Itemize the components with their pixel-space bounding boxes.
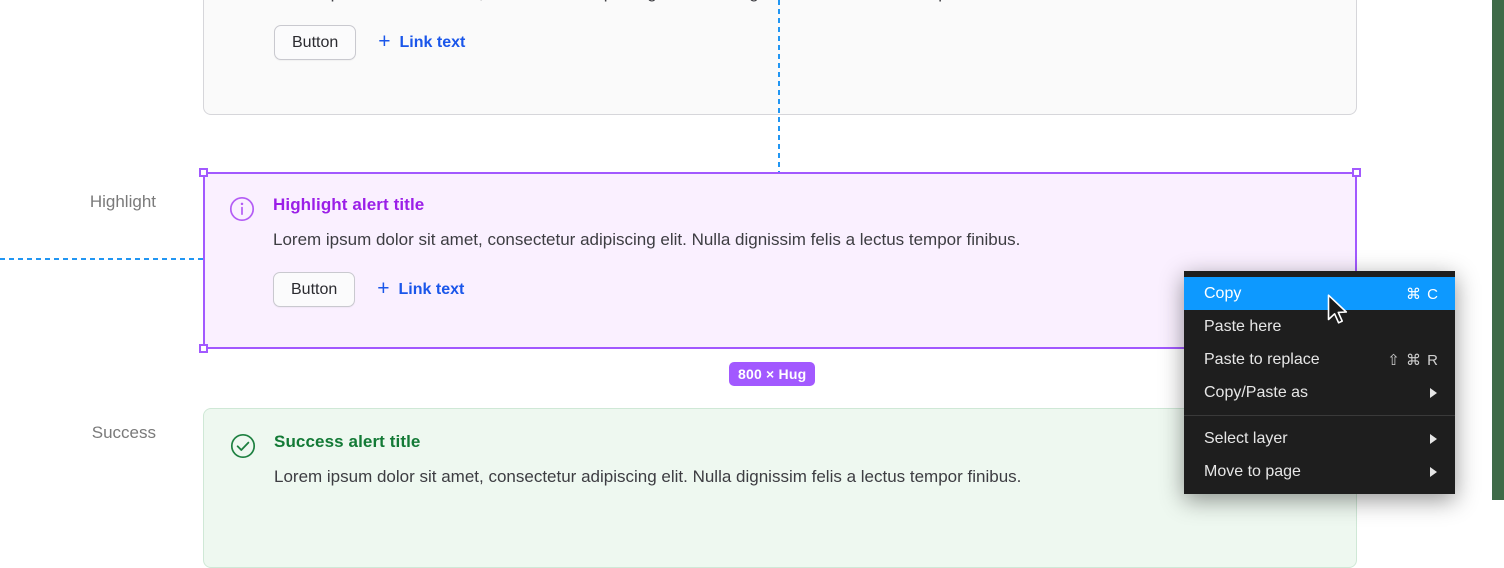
menu-item-move-to-page[interactable]: Move to page: [1184, 455, 1455, 488]
alert-card-neutral[interactable]: Lorem ipsum dolor sit amet, consectetur …: [203, 0, 1357, 115]
row-label-success: Success: [91, 423, 156, 442]
alert-card-highlight[interactable]: Highlight alert title Lorem ipsum dolor …: [203, 172, 1357, 349]
chevron-right-icon: [1430, 466, 1437, 477]
menu-item-paste-to-replace[interactable]: Paste to replace ⇧ ⌘ R: [1184, 343, 1455, 376]
alert-link[interactable]: + Link text: [377, 277, 465, 300]
menu-item-shortcut: ⇧ ⌘ R: [1387, 351, 1439, 369]
menu-item-label: Paste to replace: [1204, 350, 1320, 368]
alert-title: Highlight alert title: [273, 195, 425, 214]
check-circle-icon: [230, 433, 256, 459]
alert-button[interactable]: Button: [273, 272, 356, 307]
alert-actions: Button + Link text: [273, 272, 1331, 309]
context-menu[interactable]: Copy ⌘ C Paste here Paste to replace ⇧ ⌘…: [1184, 271, 1455, 494]
alert-actions: Button + Link text: [274, 25, 1330, 62]
alert-link-label: Link text: [399, 33, 466, 51]
menu-item-label: Select layer: [1204, 429, 1288, 447]
menu-separator: [1184, 415, 1455, 416]
menu-item-label: Copy: [1204, 284, 1242, 302]
menu-item-label: Move to page: [1204, 462, 1301, 480]
menu-item-copy[interactable]: Copy ⌘ C: [1184, 277, 1455, 310]
alert-link[interactable]: + Link text: [378, 30, 466, 53]
row-label-highlight: Highlight: [89, 192, 156, 211]
menu-item-label: Copy/Paste as: [1204, 383, 1309, 401]
vertical-alignment-guide: [778, 0, 780, 172]
menu-item-label: Paste here: [1204, 317, 1282, 335]
right-edge-strip: [1492, 0, 1504, 500]
alert-button[interactable]: Button: [274, 25, 357, 60]
alert-title: Success alert title: [274, 432, 421, 451]
menu-item-paste-here[interactable]: Paste here: [1184, 310, 1455, 343]
chevron-right-icon: [1430, 387, 1437, 398]
chevron-right-icon: [1430, 433, 1437, 444]
alert-body-text: Lorem ipsum dolor sit amet, consectetur …: [273, 230, 1021, 249]
size-badge: 800 × Hug: [729, 362, 816, 386]
menu-item-select-layer[interactable]: Select layer: [1184, 422, 1455, 455]
plus-icon: +: [378, 30, 391, 53]
alert-link-label: Link text: [398, 280, 465, 298]
alert-body-text: Lorem ipsum dolor sit amet, consectetur …: [274, 0, 1330, 5]
menu-item-shortcut: ⌘ C: [1406, 285, 1439, 303]
horizontal-alignment-guide: [0, 258, 205, 260]
plus-icon: +: [377, 277, 390, 300]
menu-item-copy-paste-as[interactable]: Copy/Paste as: [1184, 376, 1455, 409]
info-circle-icon: [229, 196, 255, 222]
alert-body-text: Lorem ipsum dolor sit amet, consectetur …: [274, 467, 1022, 486]
